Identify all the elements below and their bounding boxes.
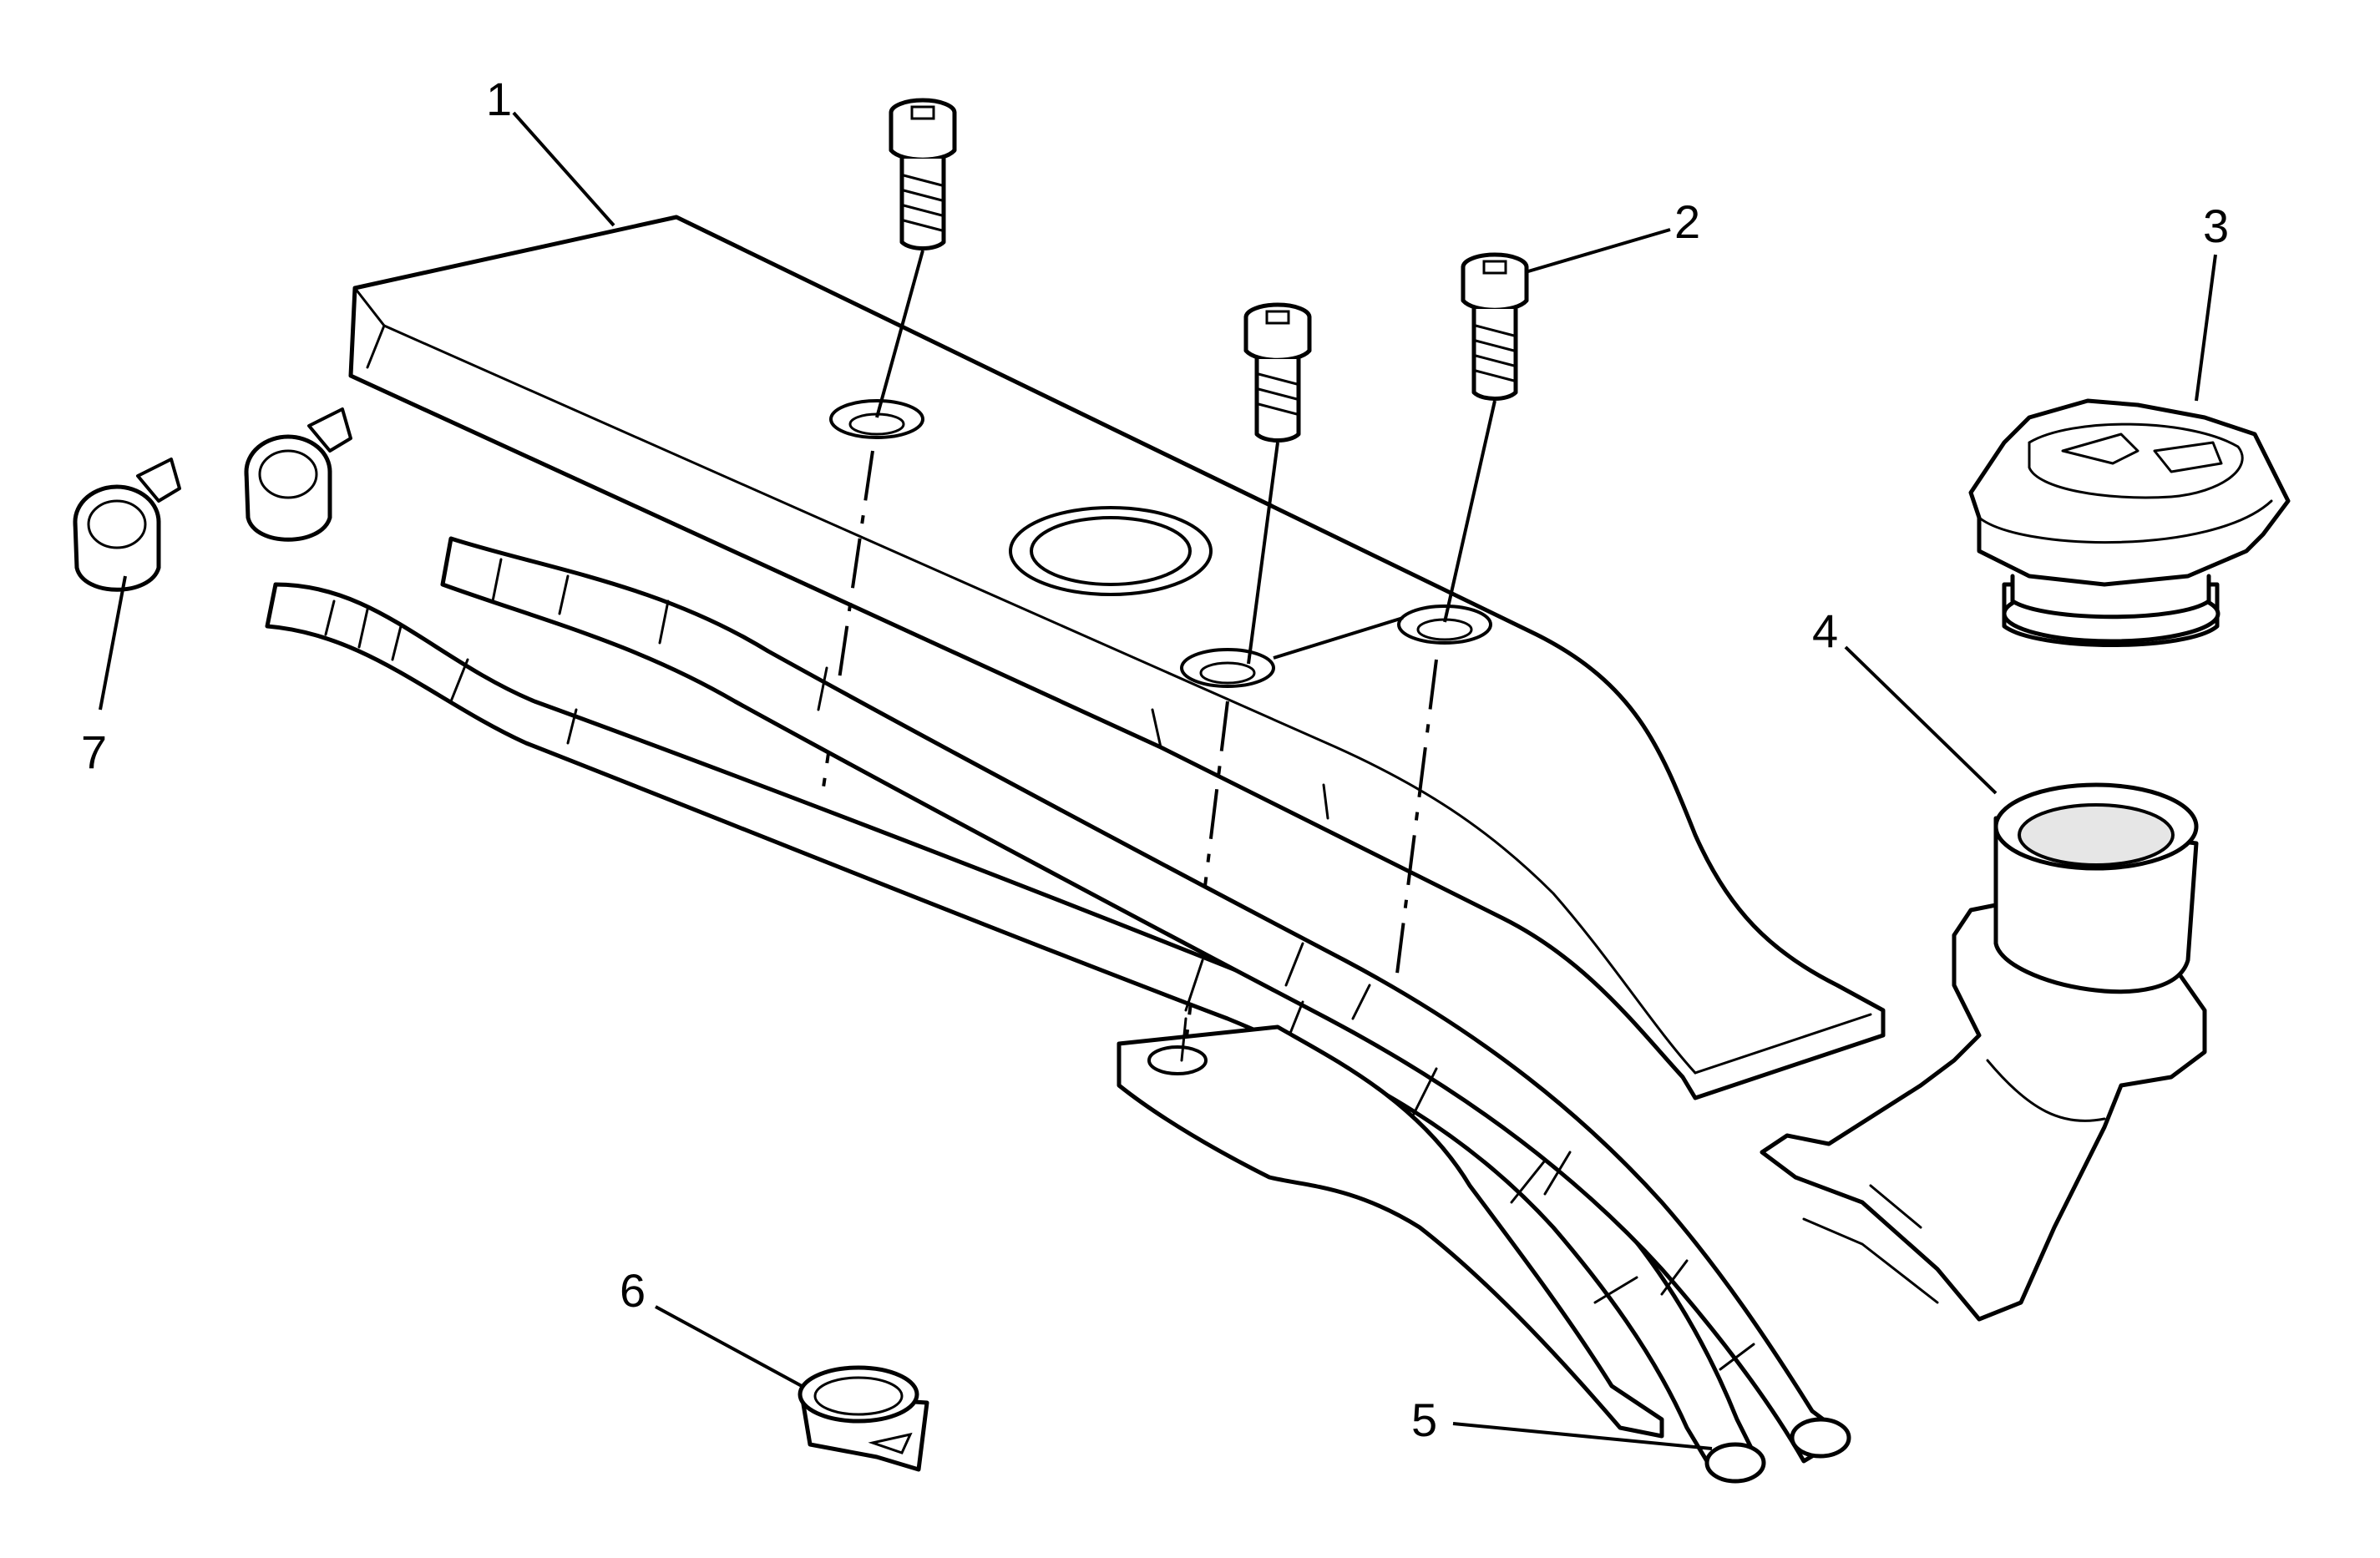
hose-clamp-part <box>73 407 352 592</box>
engine-cover-part <box>348 215 1886 1100</box>
filler-neck-part <box>1760 782 2207 1322</box>
bolt-part <box>821 98 1529 1045</box>
callout-label-1: 1 <box>486 73 512 125</box>
callout-leader-6 <box>655 1305 803 1388</box>
callout-leader-5 <box>1452 1422 1713 1450</box>
callout-leader-3 <box>2195 254 2217 402</box>
filler-cap-part <box>1968 398 2291 647</box>
grommet-part <box>798 1365 929 1472</box>
callout-leader-2 <box>1527 228 1671 273</box>
callout-label-3: 3 <box>2203 200 2229 252</box>
hose-part <box>265 536 1851 1484</box>
callout-label-6: 6 <box>620 1264 646 1317</box>
callout-leader-7 <box>99 575 127 711</box>
callout-leader-4 <box>1844 645 1998 795</box>
callout-label-2: 2 <box>1674 195 1700 248</box>
callout-label-4: 4 <box>1812 604 1838 657</box>
callout-leader-1 <box>512 111 615 227</box>
callout-label-5: 5 <box>1411 1394 1437 1446</box>
callout-label-7: 7 <box>81 726 107 778</box>
